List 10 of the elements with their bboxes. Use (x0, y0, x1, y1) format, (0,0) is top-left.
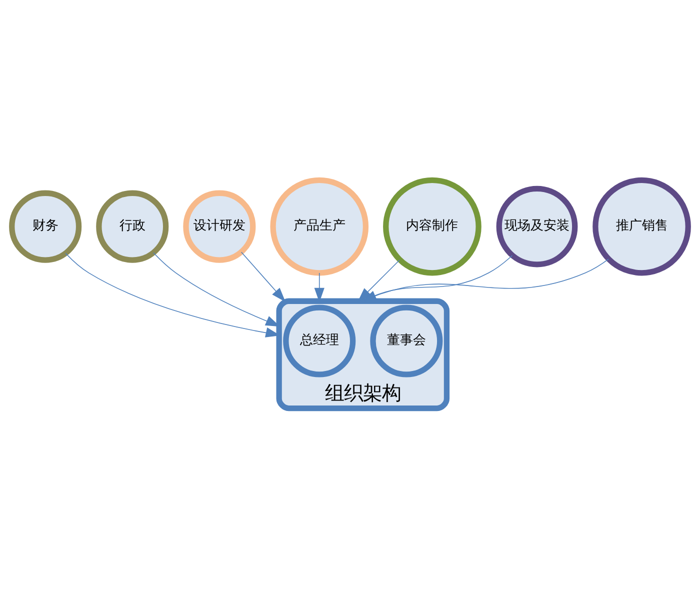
node-circle: 产品生产 (270, 177, 369, 276)
node-circle: 推广销售 (592, 177, 691, 276)
node-circle: 总经理 (283, 304, 356, 378)
node-circle: 内容制作 (383, 177, 482, 276)
node-circle: 财务 (9, 190, 82, 263)
arrow (240, 252, 286, 302)
node-circle: 现场及安装 (496, 186, 578, 268)
node-circle: 设计研发 (183, 190, 256, 263)
node-circle: 董事会 (370, 304, 443, 378)
node-circle: 行政 (96, 190, 169, 263)
